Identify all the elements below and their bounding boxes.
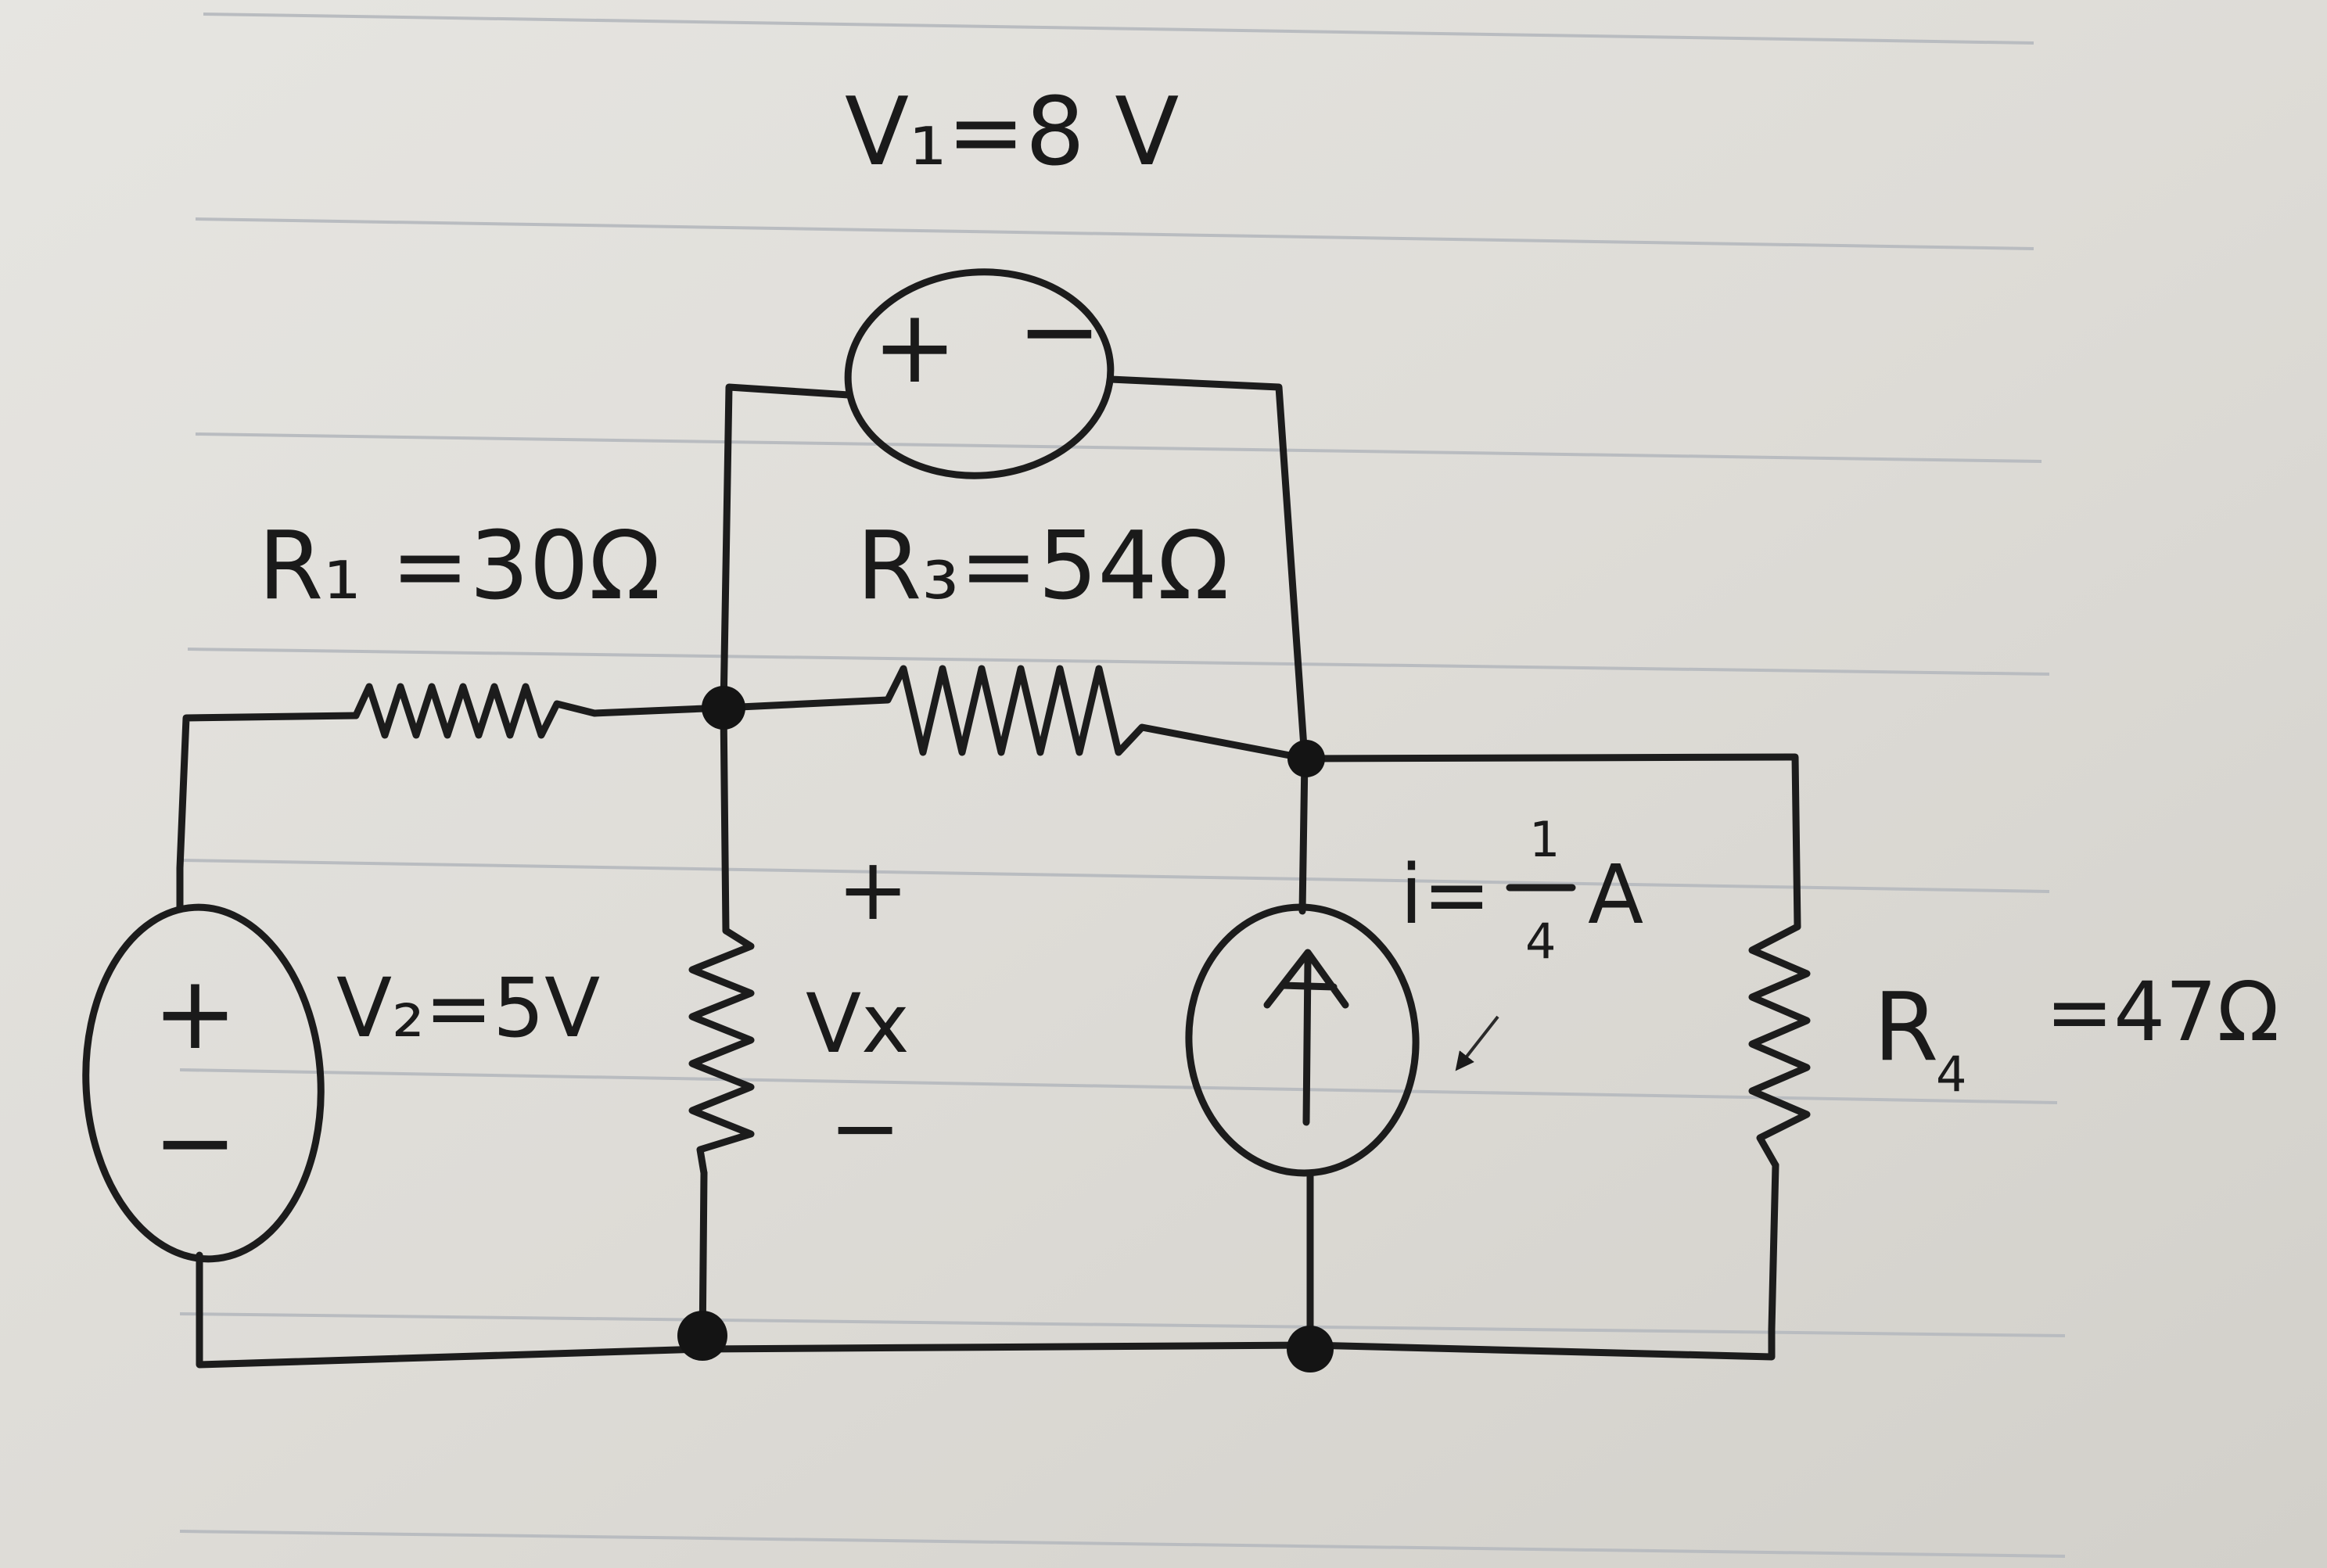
current-source-label: i= 1 4 A <box>1400 811 1643 1071</box>
bottom-wire <box>196 1251 1776 1369</box>
r4-label-name: R <box>1873 974 1938 1082</box>
vx-minus-sign: − <box>829 1078 901 1178</box>
v1-voltage-source: + − <box>844 268 1115 479</box>
vx-plus-sign: + <box>837 839 909 939</box>
current-source-fraction-denominator: 4 <box>1525 913 1556 970</box>
node-top-right <box>1287 740 1325 777</box>
r4-bottom-wire <box>1768 1161 1779 1333</box>
r4-label-subscript: 4 <box>1936 1046 1966 1103</box>
v2-voltage-source: + − <box>82 903 325 1263</box>
ruled-lines <box>179 13 2066 1558</box>
right-top-wire <box>1302 753 1801 931</box>
junction-nodes <box>677 686 1334 1372</box>
v1-label: V₁=8 V <box>845 78 1179 187</box>
v1-plus-sign: + <box>872 287 957 406</box>
v1-minus-sign: − <box>1017 271 1102 390</box>
r4-label-value: =47Ω <box>2045 964 2279 1060</box>
node-bottom-right <box>1287 1326 1334 1372</box>
current-source-arrow-head <box>1263 949 1349 1009</box>
current-source-pointer-arrow <box>1455 1015 1499 1071</box>
v2-minus-sign: − <box>153 1082 238 1201</box>
r4-resistor <box>1748 923 1811 1169</box>
r3-label: R₃=54Ω <box>856 512 1229 621</box>
current-source-label-unit: A <box>1588 847 1643 942</box>
vx-label: Vx <box>806 976 910 1071</box>
r4-label: R 4 =47Ω <box>1873 964 2279 1103</box>
current-source <box>1185 903 1420 1177</box>
top-wire-right <box>1107 375 1309 762</box>
circuit-wires <box>176 375 1811 1369</box>
r1-label: R₁ =30Ω <box>258 512 661 621</box>
node-top-left <box>702 686 745 730</box>
v2-label: V₂=5V <box>336 960 600 1056</box>
top-wire-left <box>720 383 853 712</box>
r3-resistor <box>720 665 1310 762</box>
current-source-label-prefix: i= <box>1400 847 1491 942</box>
r2-branch-top <box>720 704 730 935</box>
r2-resistor <box>688 927 755 1177</box>
current-source-top-wire <box>1298 755 1309 915</box>
v2-plus-sign: + <box>153 953 238 1072</box>
node-bottom-left <box>677 1311 727 1361</box>
left-wire <box>176 712 360 911</box>
current-source-fraction-numerator: 1 <box>1529 811 1560 868</box>
r1-resistor <box>352 683 727 739</box>
